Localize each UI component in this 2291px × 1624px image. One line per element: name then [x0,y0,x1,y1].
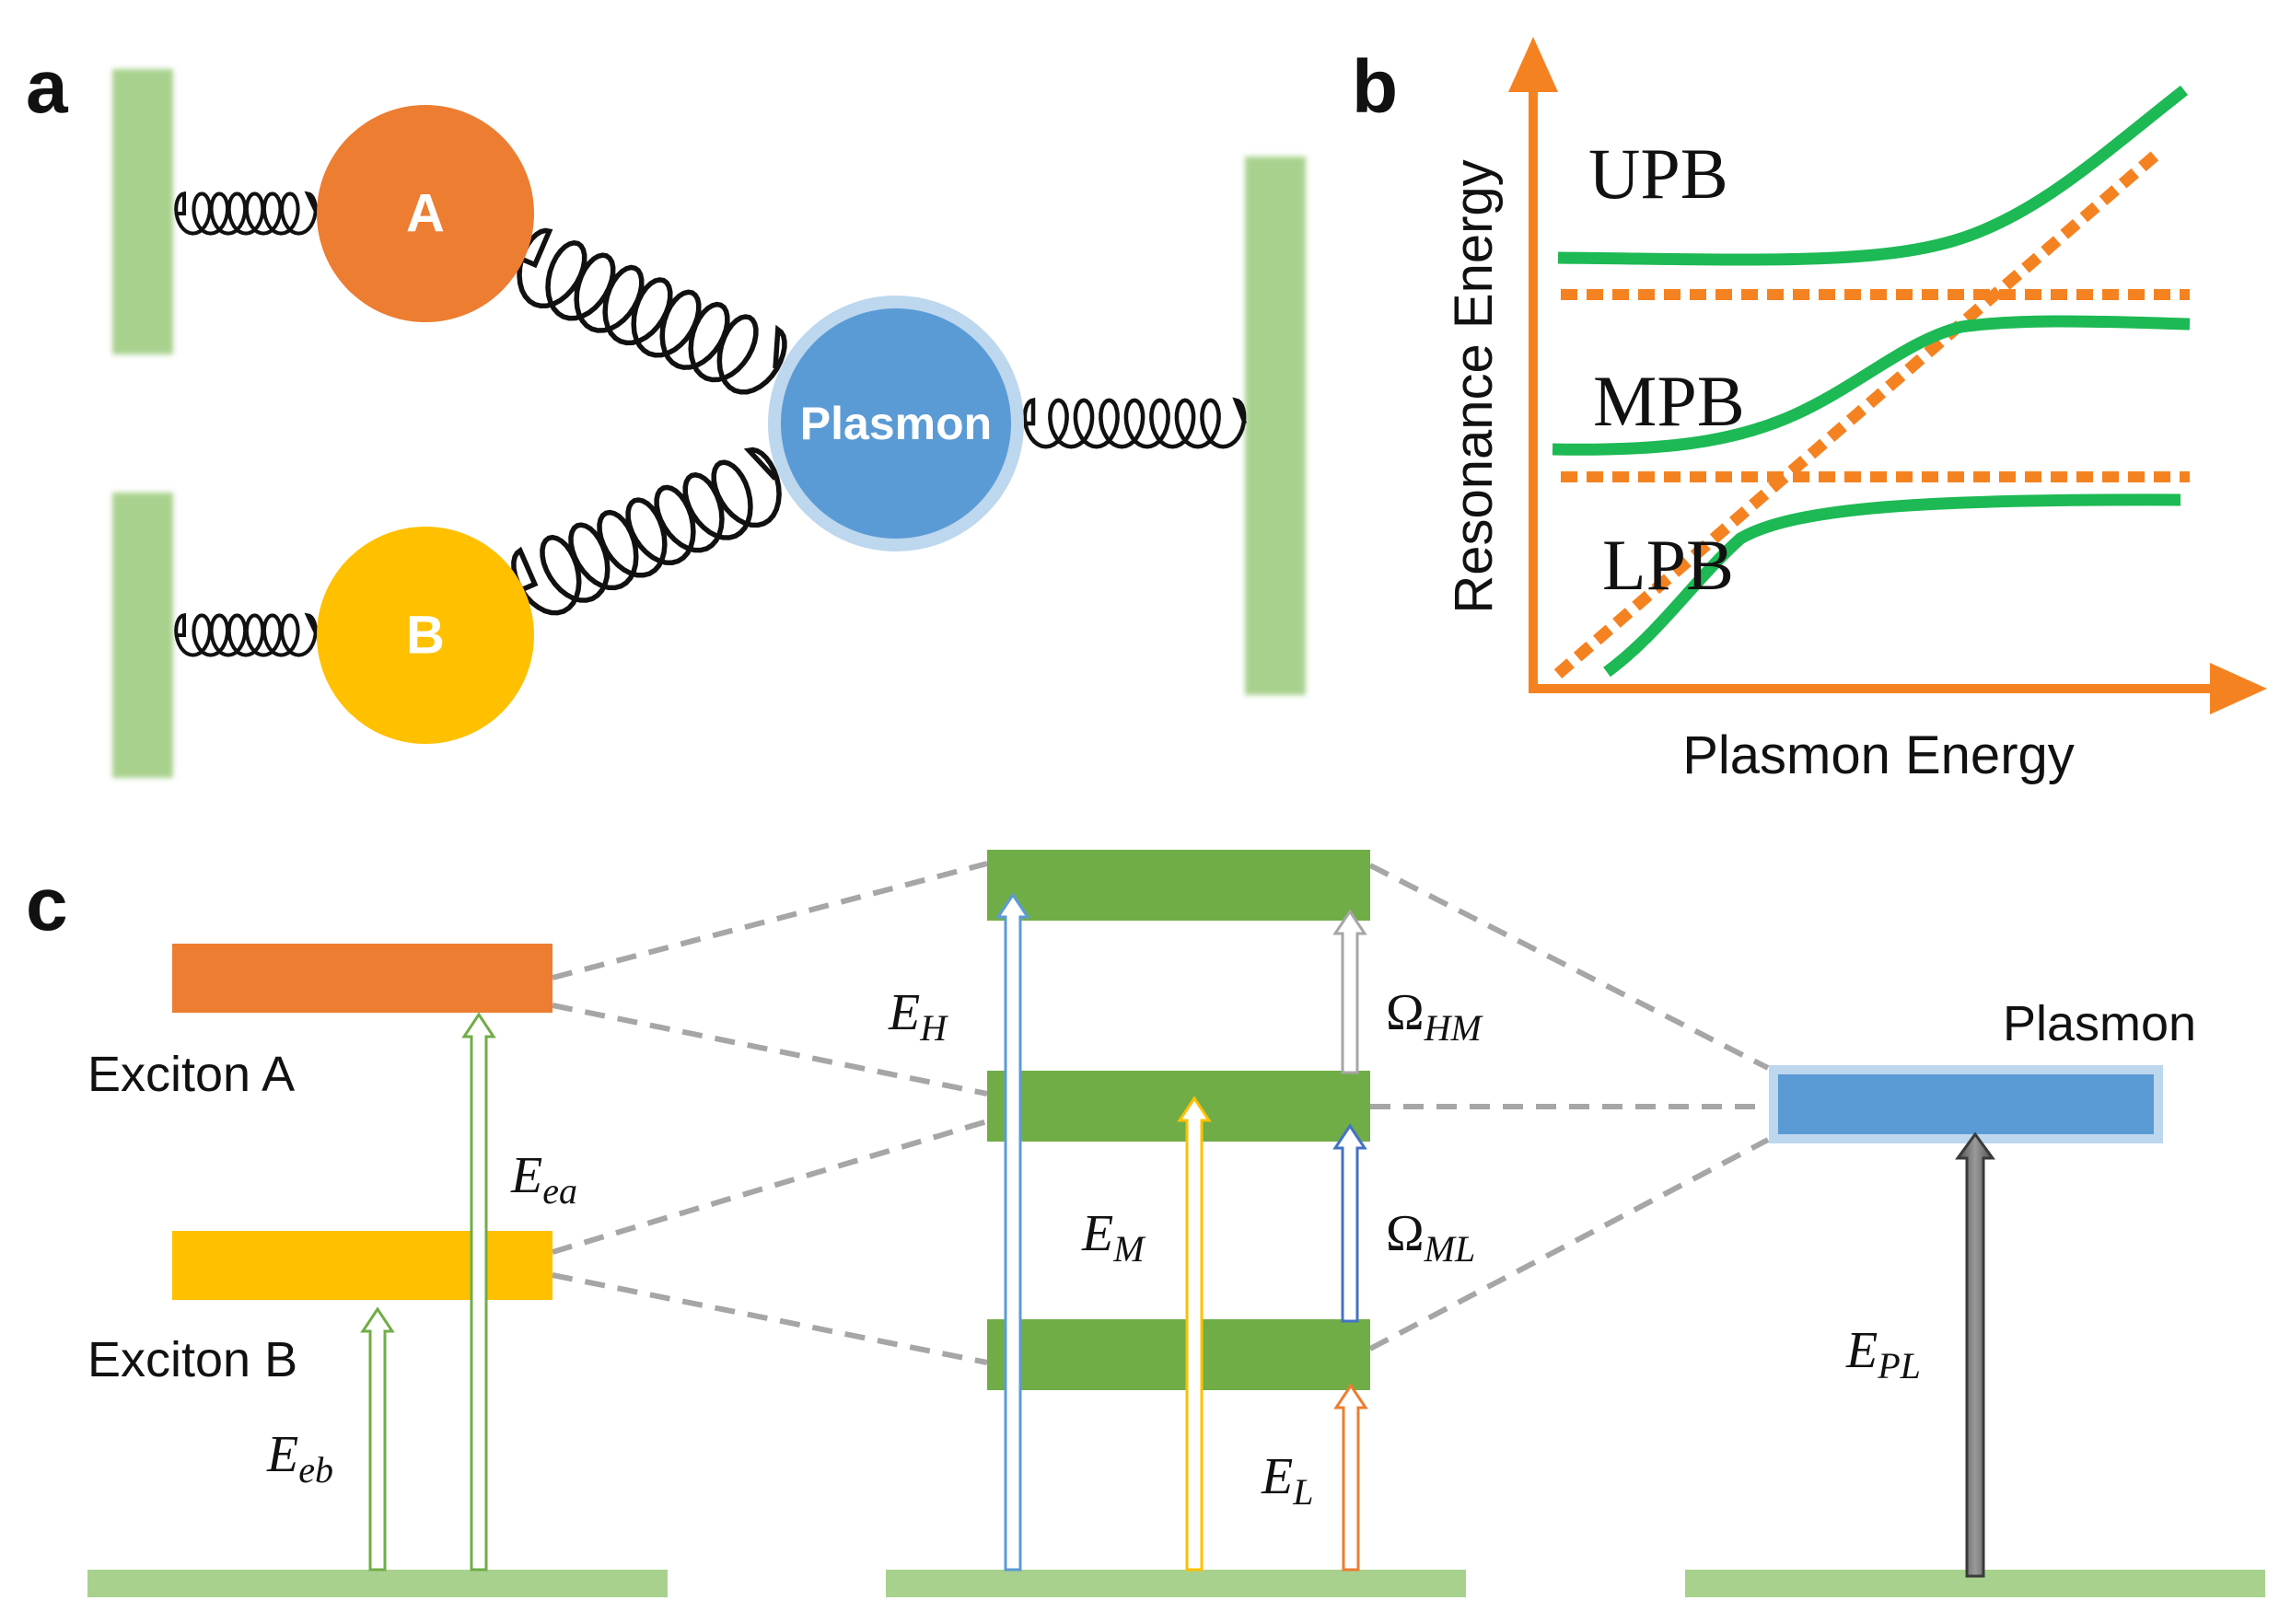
arrow-omega-hm [1332,909,1367,1074]
label-e-eb: Eeb [266,1426,333,1491]
y-axis-arrowhead [1508,37,1558,92]
plasmon-oscillator: Plasmon [768,296,1024,551]
upper-polariton-level [987,850,1370,921]
upb-label: UPB [1588,133,1728,214]
label-e-h: EH [888,984,948,1049]
y-axis-label: Resonance Energy [1444,159,1504,613]
panel-c-letter: c [26,863,68,946]
plasmon-oscillator-label: Plasmon [800,398,992,449]
plasmon-level [1769,1065,2163,1143]
panel-c: c Exciton A Exciton B Plasmon Eea [26,850,2265,1597]
spring-wall-a [174,191,319,236]
mpb-curve [1552,315,2191,456]
arrow-e-h [995,892,1030,1572]
lpb-curve [1603,493,2181,678]
ground-bar-polaritons [886,1570,1466,1597]
oscillator-a: A [317,105,534,322]
label-omega-ml: ΩML [1386,1205,1475,1270]
spring-plasmon-wall [1022,397,1248,449]
middle-polariton-level [987,1071,1370,1142]
plasmon-level-label: Plasmon [2003,996,2196,1051]
oscillator-b: B [317,527,534,744]
label-omega-hm: ΩHM [1386,984,1484,1049]
arrow-e-eb [360,1306,395,1572]
label-e-pl: EPL [1845,1322,1921,1386]
arrow-e-m [1177,1096,1212,1572]
exciton-a-label: Exciton A [87,1047,295,1102]
wall-right [1245,157,1306,695]
label-e-l: EL [1261,1448,1313,1513]
spring-b-plasmon [511,447,782,616]
exciton-b-label: Exciton B [87,1332,297,1387]
spring-a-plasmon [517,227,787,395]
oscillator-b-label: B [406,606,445,666]
exciton-b-level [172,1231,552,1300]
wall-left-top [112,69,173,354]
lower-polariton-level [987,1319,1370,1390]
x-axis-label: Plasmon Energy [1682,725,2075,785]
mpb-label: MPB [1593,361,1745,441]
oscillator-a-label: A [406,184,445,244]
panel-a-letter: a [26,45,69,129]
arrow-omega-ml [1332,1123,1367,1323]
label-e-ea: Eea [510,1147,577,1212]
arrow-e-l [1333,1383,1368,1572]
arrow-e-ea [461,1012,496,1572]
upb-curve [1557,85,2189,266]
label-e-m: EM [1081,1205,1146,1270]
wall-left-bottom [112,493,173,778]
panel-b: b UPB MPB LPB Resonance Energy Plasmon E… [1352,37,2267,785]
arrow-e-pl [1955,1131,1995,1578]
ground-bar-excitons [87,1570,668,1597]
spring-wall-b [174,612,319,657]
transition-arrows [360,892,1995,1578]
dashed-connectors [552,861,1770,1365]
lpb-label: LPB [1602,525,1734,605]
plasmon-diagonal-line [1553,147,2164,679]
exciton-a-level [172,944,552,1013]
panel-a: a A B Plasmon [26,45,1306,778]
panel-b-letter: b [1352,45,1398,129]
x-axis-arrowhead [2210,663,2267,714]
